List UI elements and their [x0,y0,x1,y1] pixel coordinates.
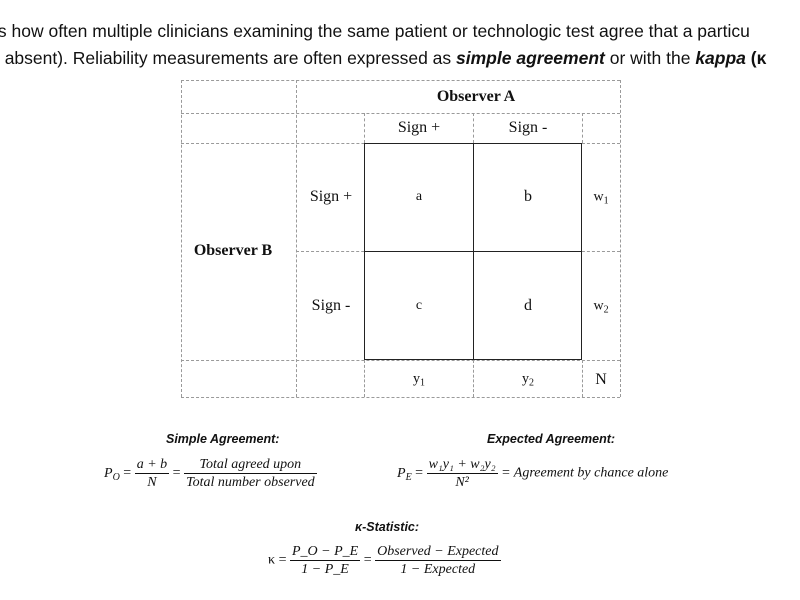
col-header-sign-minus: Sign - [508,119,548,136]
row-total-w1: w1 [593,190,608,207]
pe-description: = Agreement by chance alone [501,465,669,481]
grid-line [582,113,583,143]
equals-sign: = [123,465,132,481]
kappa-frac1-numerator: P_O − P_E [289,544,361,561]
grid-line [181,113,620,114]
row-header-sign-plus: Sign + [309,188,353,205]
intro-line-2: r absent). Reliability measurements are … [0,45,800,72]
equals-sign: = [278,552,287,568]
grid-line [296,80,297,397]
grid-line [364,113,365,143]
pe-subscript: E [405,471,412,483]
grid-line [364,360,365,397]
kappa-frac1-denominator: 1 − P_E [301,562,349,577]
grid-line [181,80,182,397]
po-subscript: O [112,471,120,483]
kappa-term: kappa [695,48,746,68]
pe-numerator: w₁y₁ + w₂y₂ [426,457,498,474]
cell-d: d [524,297,532,314]
intro-text: or with the [604,48,696,68]
cell-divider-vertical [473,143,474,360]
equals-sign: = [363,552,372,568]
intro-text: r absent). Reliability measurements are … [0,48,457,68]
po-frac2-numerator: Total agreed upon [184,456,317,474]
row-total-w2-sub: 2 [603,304,609,316]
col-total-y1-sub: 1 [420,377,425,389]
row-header-sign-minus: Sign - [311,297,351,314]
simple-agreement-term: simple agreement [456,48,605,68]
po-frac1-numerator: a + b [134,457,170,474]
grid-line [181,397,620,398]
pe-denominator: N² [455,475,469,490]
observer-a-header: Observer A [436,88,516,105]
observer-b-header: Observer B [193,242,273,259]
grid-line [473,113,474,143]
grid-line [181,360,620,361]
simple-agreement-heading: Simple Agreement: [166,432,280,446]
col-total-y1-base: y [413,371,420,387]
intro-paragraph: is how often multiple clinicians examini… [0,18,800,72]
pe-symbol: PE [397,465,412,483]
cell-c: c [415,298,423,313]
expected-agreement-heading: Expected Agreement: [487,432,616,446]
pe-letter: P [397,465,406,481]
grid-line [620,80,621,397]
kappa-symbol: κ [268,552,276,568]
equals-sign: = [172,465,181,481]
cell-b: b [524,188,532,205]
kappa-frac2-numerator: Observed − Expected [375,544,501,561]
cell-a: a [415,189,423,204]
row-total-w2: w2 [593,299,608,316]
intro-text: (κ [745,48,767,68]
col-total-y2-base: y [522,371,529,387]
kappa-frac2-denominator: 1 − Expected [400,562,476,577]
intro-line-1: is how often multiple clinicians examini… [0,21,750,41]
kappa-heading: κ-Statistic: [355,520,420,534]
row-total-w2-base: w [593,298,604,314]
equals-sign: = [415,465,424,481]
po-symbol: PO [104,465,120,483]
grid-line [181,80,620,81]
col-total-y1: y1 [413,372,425,389]
row-total-w1-base: w [593,189,604,205]
grand-total: N [595,371,607,388]
grid-line [473,360,474,397]
po-frac2-denominator: Total number observed [186,475,315,490]
col-total-y2: y2 [522,372,534,389]
row-total-w1-sub: 1 [603,195,609,207]
col-header-sign-plus: Sign + [397,119,441,136]
grid-line [582,360,583,397]
po-letter: P [104,465,113,481]
col-total-y2-sub: 2 [529,377,534,389]
po-frac1-denominator: N [147,475,157,490]
